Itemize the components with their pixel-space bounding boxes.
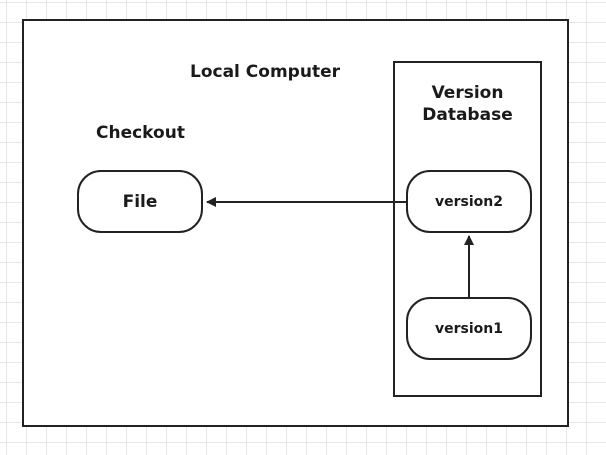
checkout-label: Checkout — [96, 123, 185, 143]
version1-node-label: version1 — [435, 320, 503, 337]
version2-node: version2 — [406, 170, 532, 233]
file-node-label: File — [122, 191, 158, 212]
version-database-label: Version Database — [393, 82, 542, 126]
version1-node: version1 — [406, 297, 532, 360]
version2-node-label: version2 — [435, 193, 503, 210]
local-computer-label: Local Computer — [190, 62, 340, 82]
file-node: File — [77, 170, 203, 233]
version-database-label-text: Version Database — [422, 83, 513, 125]
